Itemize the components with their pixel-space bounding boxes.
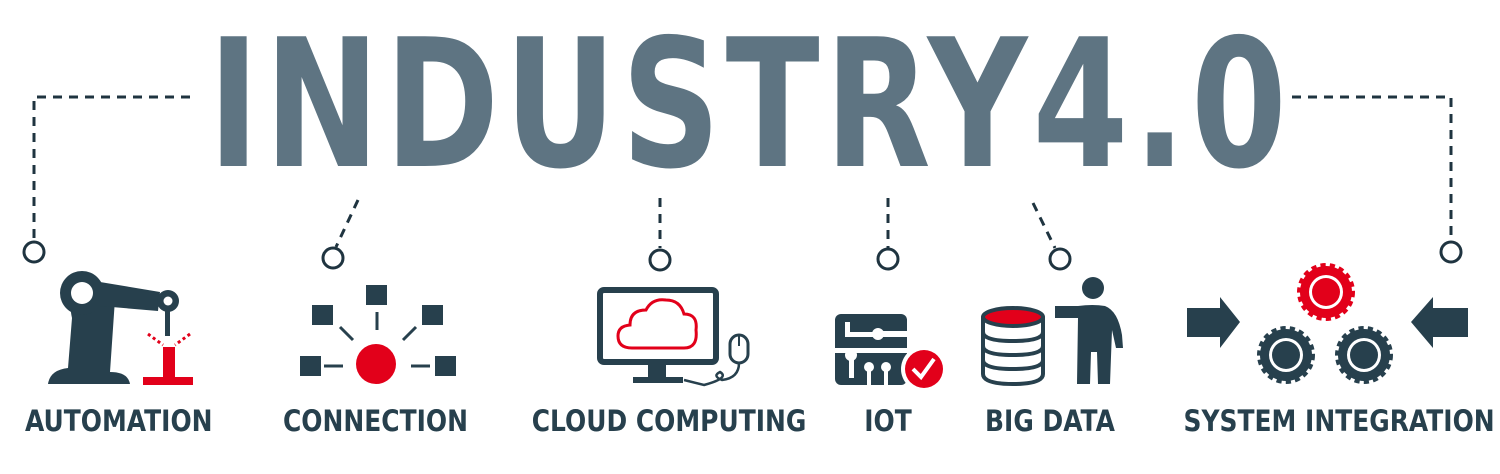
node-circle-icon bbox=[876, 247, 900, 271]
label-connection: CONNECTION bbox=[282, 404, 468, 438]
circuit-check-icon bbox=[835, 314, 947, 392]
label-automation: AUTOMATION bbox=[24, 404, 213, 438]
label-system-integration: SYSTEM INTEGRATION bbox=[1183, 404, 1495, 438]
label-iot: IOT bbox=[864, 404, 912, 438]
connector-automation bbox=[32, 95, 190, 240]
connector-connection bbox=[334, 199, 360, 248]
page-title: INDUSTRY4.0 bbox=[208, 1, 1292, 208]
network-hub-icon bbox=[300, 285, 456, 384]
node-circle-icon bbox=[321, 246, 345, 270]
node-circle-icon bbox=[22, 240, 46, 264]
connector-bigdata bbox=[1031, 202, 1057, 249]
gears-arrows-icon bbox=[1187, 263, 1468, 384]
node-circle-icon bbox=[648, 248, 672, 272]
robot-arm-icon bbox=[48, 271, 193, 385]
node-circle-icon bbox=[1048, 247, 1072, 271]
connector-integration bbox=[1292, 95, 1453, 240]
label-big-data: BIG DATA bbox=[985, 404, 1115, 438]
database-person-icon bbox=[981, 277, 1123, 387]
monitor-cloud-icon bbox=[597, 287, 750, 387]
label-cloud-computing: CLOUD COMPUTING bbox=[531, 404, 807, 438]
node-circle-icon bbox=[1439, 240, 1463, 264]
